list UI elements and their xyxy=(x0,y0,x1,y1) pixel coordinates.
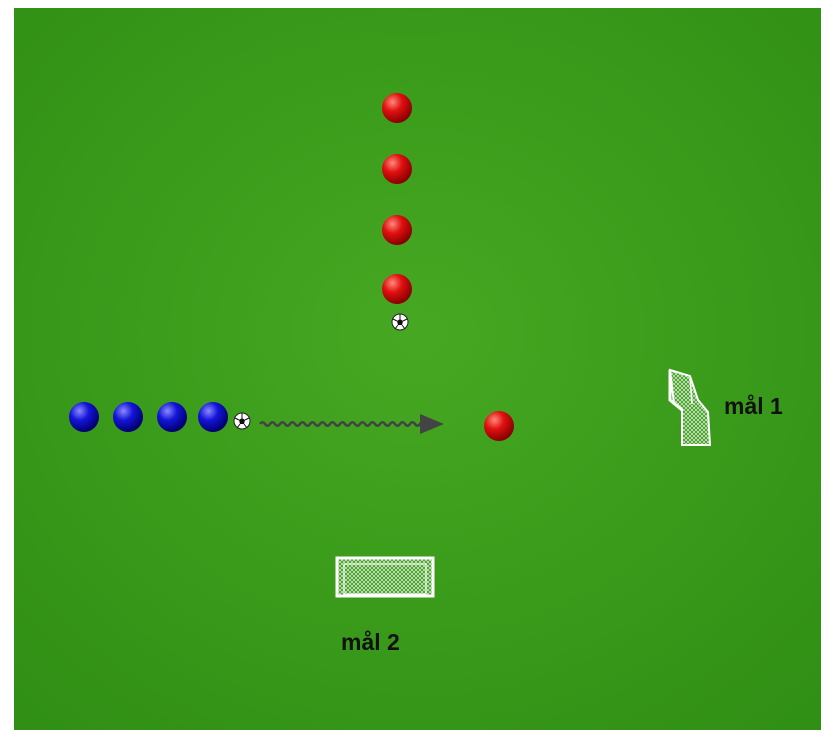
red-player-disc-icon xyxy=(382,154,412,184)
blue-player-disc-icon xyxy=(69,402,99,432)
soccer-ball-icon xyxy=(391,313,409,331)
blue-player-disc-icon xyxy=(157,402,187,432)
blue-player-disc-icon xyxy=(198,402,228,432)
soccer-pitch: mål 1 mål 2 xyxy=(14,8,821,730)
red-player-disc-icon xyxy=(382,215,412,245)
red-player-disc-icon xyxy=(382,93,412,123)
dribble-arrow-icon xyxy=(258,414,444,434)
goal-1-label: mål 1 xyxy=(724,393,783,419)
blue-player-row xyxy=(69,402,228,432)
soccer-ball-icon xyxy=(233,412,251,430)
red-player-disc-icon xyxy=(382,274,412,304)
goal-1-icon xyxy=(668,368,712,446)
drill-diagram xyxy=(14,8,821,730)
red-player-column xyxy=(382,93,412,304)
goal-2-icon xyxy=(335,556,435,598)
goal-2-label: mål 2 xyxy=(341,629,400,655)
blue-player-disc-icon xyxy=(113,402,143,432)
red-player-disc-icon xyxy=(484,411,514,441)
grass-background xyxy=(14,8,821,730)
